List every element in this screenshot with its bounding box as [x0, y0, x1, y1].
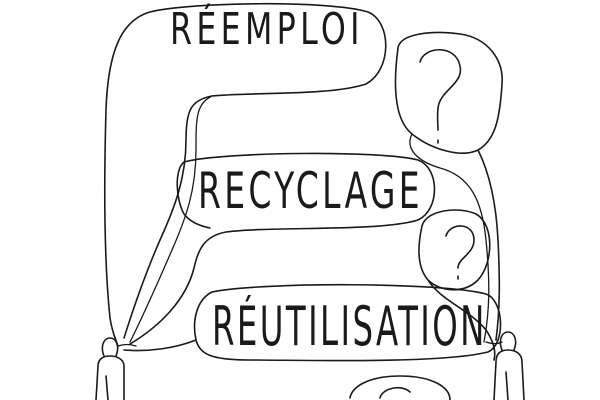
person-figure-icon — [493, 331, 525, 400]
question-mark-icon — [379, 386, 411, 399]
bubble-reutilisation — [123, 283, 502, 362]
question-mark-icon — [419, 49, 462, 144]
person-figure-icon — [95, 337, 125, 400]
bubble-recyclage — [129, 152, 436, 345]
question-bubble-top-tail — [409, 133, 490, 343]
word-reemploi: RÉEMPLOI — [170, 4, 364, 55]
word-recyclage: RECYCLAGE — [198, 162, 423, 220]
word-reutilisation: RÉUTILISATION — [212, 295, 487, 358]
bubble-reemploi — [104, 2, 387, 347]
question-mark-icon — [445, 225, 475, 280]
question-bubble-bottom — [349, 375, 451, 400]
question-bubble-top — [394, 31, 503, 341]
connector-lines — [117, 341, 503, 347]
question-bubble-middle — [418, 209, 496, 361]
